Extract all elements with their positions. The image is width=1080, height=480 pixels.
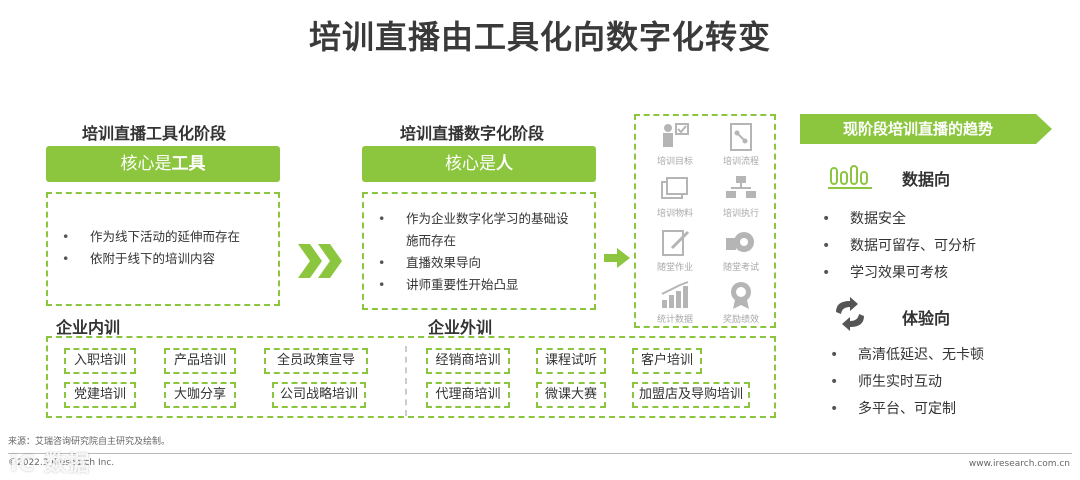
stage2-bullets: 作为企业数字化学习的基础设 施而存在 直播效果导向 讲师重要性开始凸显 xyxy=(376,208,592,296)
trend-data-list: 数据安全 数据可留存、可分析 学习效果可考核 xyxy=(820,206,1060,287)
flow-icon: 培训流程 xyxy=(711,122,771,167)
stage2-box xyxy=(362,192,596,310)
exam-icon: 随堂考试 xyxy=(711,228,771,273)
right-arrow-icon xyxy=(604,248,630,268)
trend-data-item: 数据可留存、可分析 xyxy=(820,233,1060,260)
trend-data-item: 学习效果可考核 xyxy=(820,260,1060,287)
trend-experience-item: 高清低延迟、无卡顿 xyxy=(828,342,1068,369)
icon-label: 培训流程 xyxy=(722,157,759,167)
internal-tag: 全员政策宣导 xyxy=(264,348,368,374)
external-tag: 代理商培训 xyxy=(426,382,510,408)
icon-label: 培训目标 xyxy=(656,157,693,167)
refresh-arrows-icon xyxy=(836,297,864,331)
stage1-core-prefix: 核心是 xyxy=(120,154,172,174)
footer-url[interactable]: www.iresearch.com.cn xyxy=(968,459,1070,469)
stage2-core-emph: 人 xyxy=(496,154,513,174)
icon-label: 培训物料 xyxy=(656,209,693,219)
stage2-core-prefix: 核心是 xyxy=(445,154,496,174)
stage1-bullet: 依附于线下的培训内容 xyxy=(60,248,274,270)
stage2-bullet-cont-text: 施而存在 xyxy=(406,233,457,248)
internal-tag: 党建培训 xyxy=(64,382,136,408)
page-title: 培训直播由工具化向数字化转变 xyxy=(308,18,771,56)
stage1-bullets: 作为线下活动的延伸而存在 依附于线下的培训内容 xyxy=(60,226,274,270)
stage1-core-emph: 工具 xyxy=(171,154,206,174)
stage1-box xyxy=(46,192,280,306)
watermark: iC 数据 xyxy=(10,452,91,477)
stage2-bullet-cont: 施而存在 xyxy=(376,230,592,252)
icon-label: 奖励绩效 xyxy=(722,315,759,325)
internal-tag: 产品培训 xyxy=(164,348,236,374)
stage1-core-bar: 核心是工具 xyxy=(46,146,280,182)
external-tag: 微课大赛 xyxy=(536,382,606,408)
icon-label: 随堂作业 xyxy=(656,263,693,273)
internal-tag: 大咖分享 xyxy=(164,382,236,408)
icon-label: 统计数据 xyxy=(656,315,693,325)
external-tag: 课程试听 xyxy=(536,348,606,374)
trend-experience-list: 高清低延迟、无卡顿 师生实时互动 多平台、可定制 xyxy=(828,342,1068,423)
training-groups-box xyxy=(46,336,776,418)
trend-experience-title: 体验向 xyxy=(902,309,951,328)
trend-data-title: 数据向 xyxy=(902,170,951,189)
icon-label: 培训执行 xyxy=(722,209,759,219)
internal-tag: 公司战略培训 xyxy=(272,382,366,408)
group-divider xyxy=(405,346,407,416)
stage2-title: 培训直播数字化阶段 xyxy=(400,124,545,143)
trend-experience-item: 师生实时互动 xyxy=(828,369,1068,396)
trend-experience-item: 多平台、可定制 xyxy=(828,396,1068,423)
double-chevron-icon xyxy=(298,244,342,278)
icon-grid-box xyxy=(634,114,776,328)
external-tag: 经销商培训 xyxy=(426,348,510,374)
stage1-title: 培训直播工具化阶段 xyxy=(82,124,227,143)
stage2-core-bar: 核心是人 xyxy=(362,146,596,182)
stage2-bullet: 作为企业数字化学习的基础设 xyxy=(376,208,592,230)
external-tag: 客户培训 xyxy=(632,348,702,374)
org-chart-icon: 培训执行 xyxy=(711,174,771,219)
bar-chart-icon xyxy=(828,165,872,189)
stage2-bullet: 直播效果导向 xyxy=(376,252,592,274)
homework-icon: 随堂作业 xyxy=(645,228,705,273)
external-title: 企业外训 xyxy=(428,318,493,337)
stats-icon: 统计数据 xyxy=(645,280,705,325)
internal-tag: 入职培训 xyxy=(64,348,136,374)
icon-label: 随堂考试 xyxy=(722,263,759,273)
footer-divider xyxy=(8,453,1072,454)
trend-banner-text: 现阶段培训直播的趋势 xyxy=(842,120,993,138)
external-tag: 加盟店及导购培训 xyxy=(632,382,750,408)
award-icon: 奖励绩效 xyxy=(711,280,771,325)
target-person-icon: 培训目标 xyxy=(645,122,705,167)
internal-title: 企业内训 xyxy=(56,318,121,337)
copyright: ©2022.3 iResearch Inc. xyxy=(8,458,115,468)
materials-icon: 培训物料 xyxy=(645,174,705,219)
source-note: 来源：艾瑞咨询研究院自主研究及绘制。 xyxy=(8,437,171,447)
stage2-bullet: 讲师重要性开始凸显 xyxy=(376,274,592,296)
stage1-bullet: 作为线下活动的延伸而存在 xyxy=(60,226,274,248)
trend-data-item: 数据安全 xyxy=(820,206,1060,233)
trend-banner: 现阶段培训直播的趋势 xyxy=(800,114,1052,144)
